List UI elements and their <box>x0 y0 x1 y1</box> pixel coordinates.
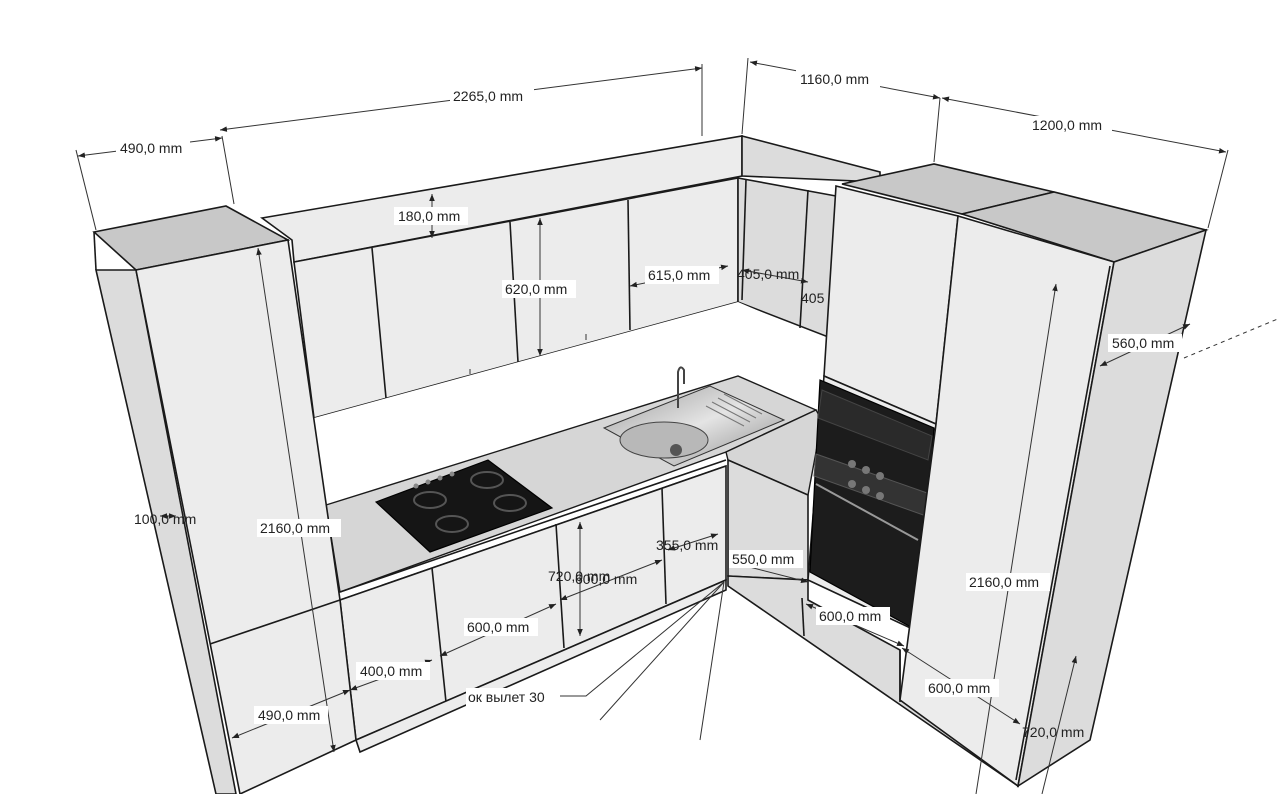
dim-left-tall-height: 2160,0 mm <box>260 520 330 536</box>
dim-base-door-width-overlap: 600,0 mm <box>575 571 637 587</box>
dim-right-base-width: 600,0 mm <box>928 680 990 696</box>
oven-knob-icon <box>848 460 884 500</box>
note-overhang: ок вылет 30 <box>468 689 545 705</box>
dim-base-door-width-1: 600,0 mm <box>467 619 529 635</box>
dim-base-door-width-2: 400,0 mm <box>360 663 422 679</box>
drainboard-ribs <box>705 393 763 427</box>
gas-hob <box>374 459 554 553</box>
dim-oven-base-width: 600,0 mm <box>819 608 881 624</box>
dim-right-tall-height: 2160,0 mm <box>969 574 1039 590</box>
dim-corner-upper-b: 405 <box>801 290 825 306</box>
dim-top-left-depth: 490,0 mm <box>120 140 182 156</box>
dim-corner-run-length: 1160,0 mm <box>800 71 869 87</box>
upper-bulkhead <box>260 134 881 263</box>
dim-corner-base-gap: 355,0 mm <box>656 537 718 553</box>
dim-base-door-width-3: 490,0 mm <box>258 707 320 723</box>
dim-tall-column-width: 1200,0 mm <box>1032 117 1102 133</box>
oven-tower <box>807 163 1055 642</box>
tall-column-right <box>899 191 1209 788</box>
dim-upper-run-length: 2265,0 mm <box>453 88 523 104</box>
dim-base-height-overlap: 720,0 mm <box>548 568 610 584</box>
dimension-labels: 490,0 mm 2265,0 mm 1160,0 mm 1200,0 mm 1… <box>116 70 1182 740</box>
sink <box>602 366 786 467</box>
dim-upper-door-width: 615,0 mm <box>648 267 710 283</box>
dim-bulkhead-height: 180,0 mm <box>398 208 460 224</box>
dim-right-base-height: 720,0 mm <box>1022 724 1084 740</box>
dim-tall-column-depth: 560,0 mm <box>1112 335 1174 351</box>
dimension-lines <box>75 57 1280 794</box>
dim-left-side-panel: 100,0 mm <box>134 511 196 527</box>
dim-base-depth-right: 550,0 mm <box>732 551 794 567</box>
burner-icon <box>413 471 527 533</box>
dim-upper-cabinet-height: 620,0 mm <box>505 281 567 297</box>
faucet-icon <box>677 366 685 408</box>
dim-corner-upper-a: 405,0 mm <box>737 266 799 282</box>
oven-appliance <box>809 379 935 633</box>
